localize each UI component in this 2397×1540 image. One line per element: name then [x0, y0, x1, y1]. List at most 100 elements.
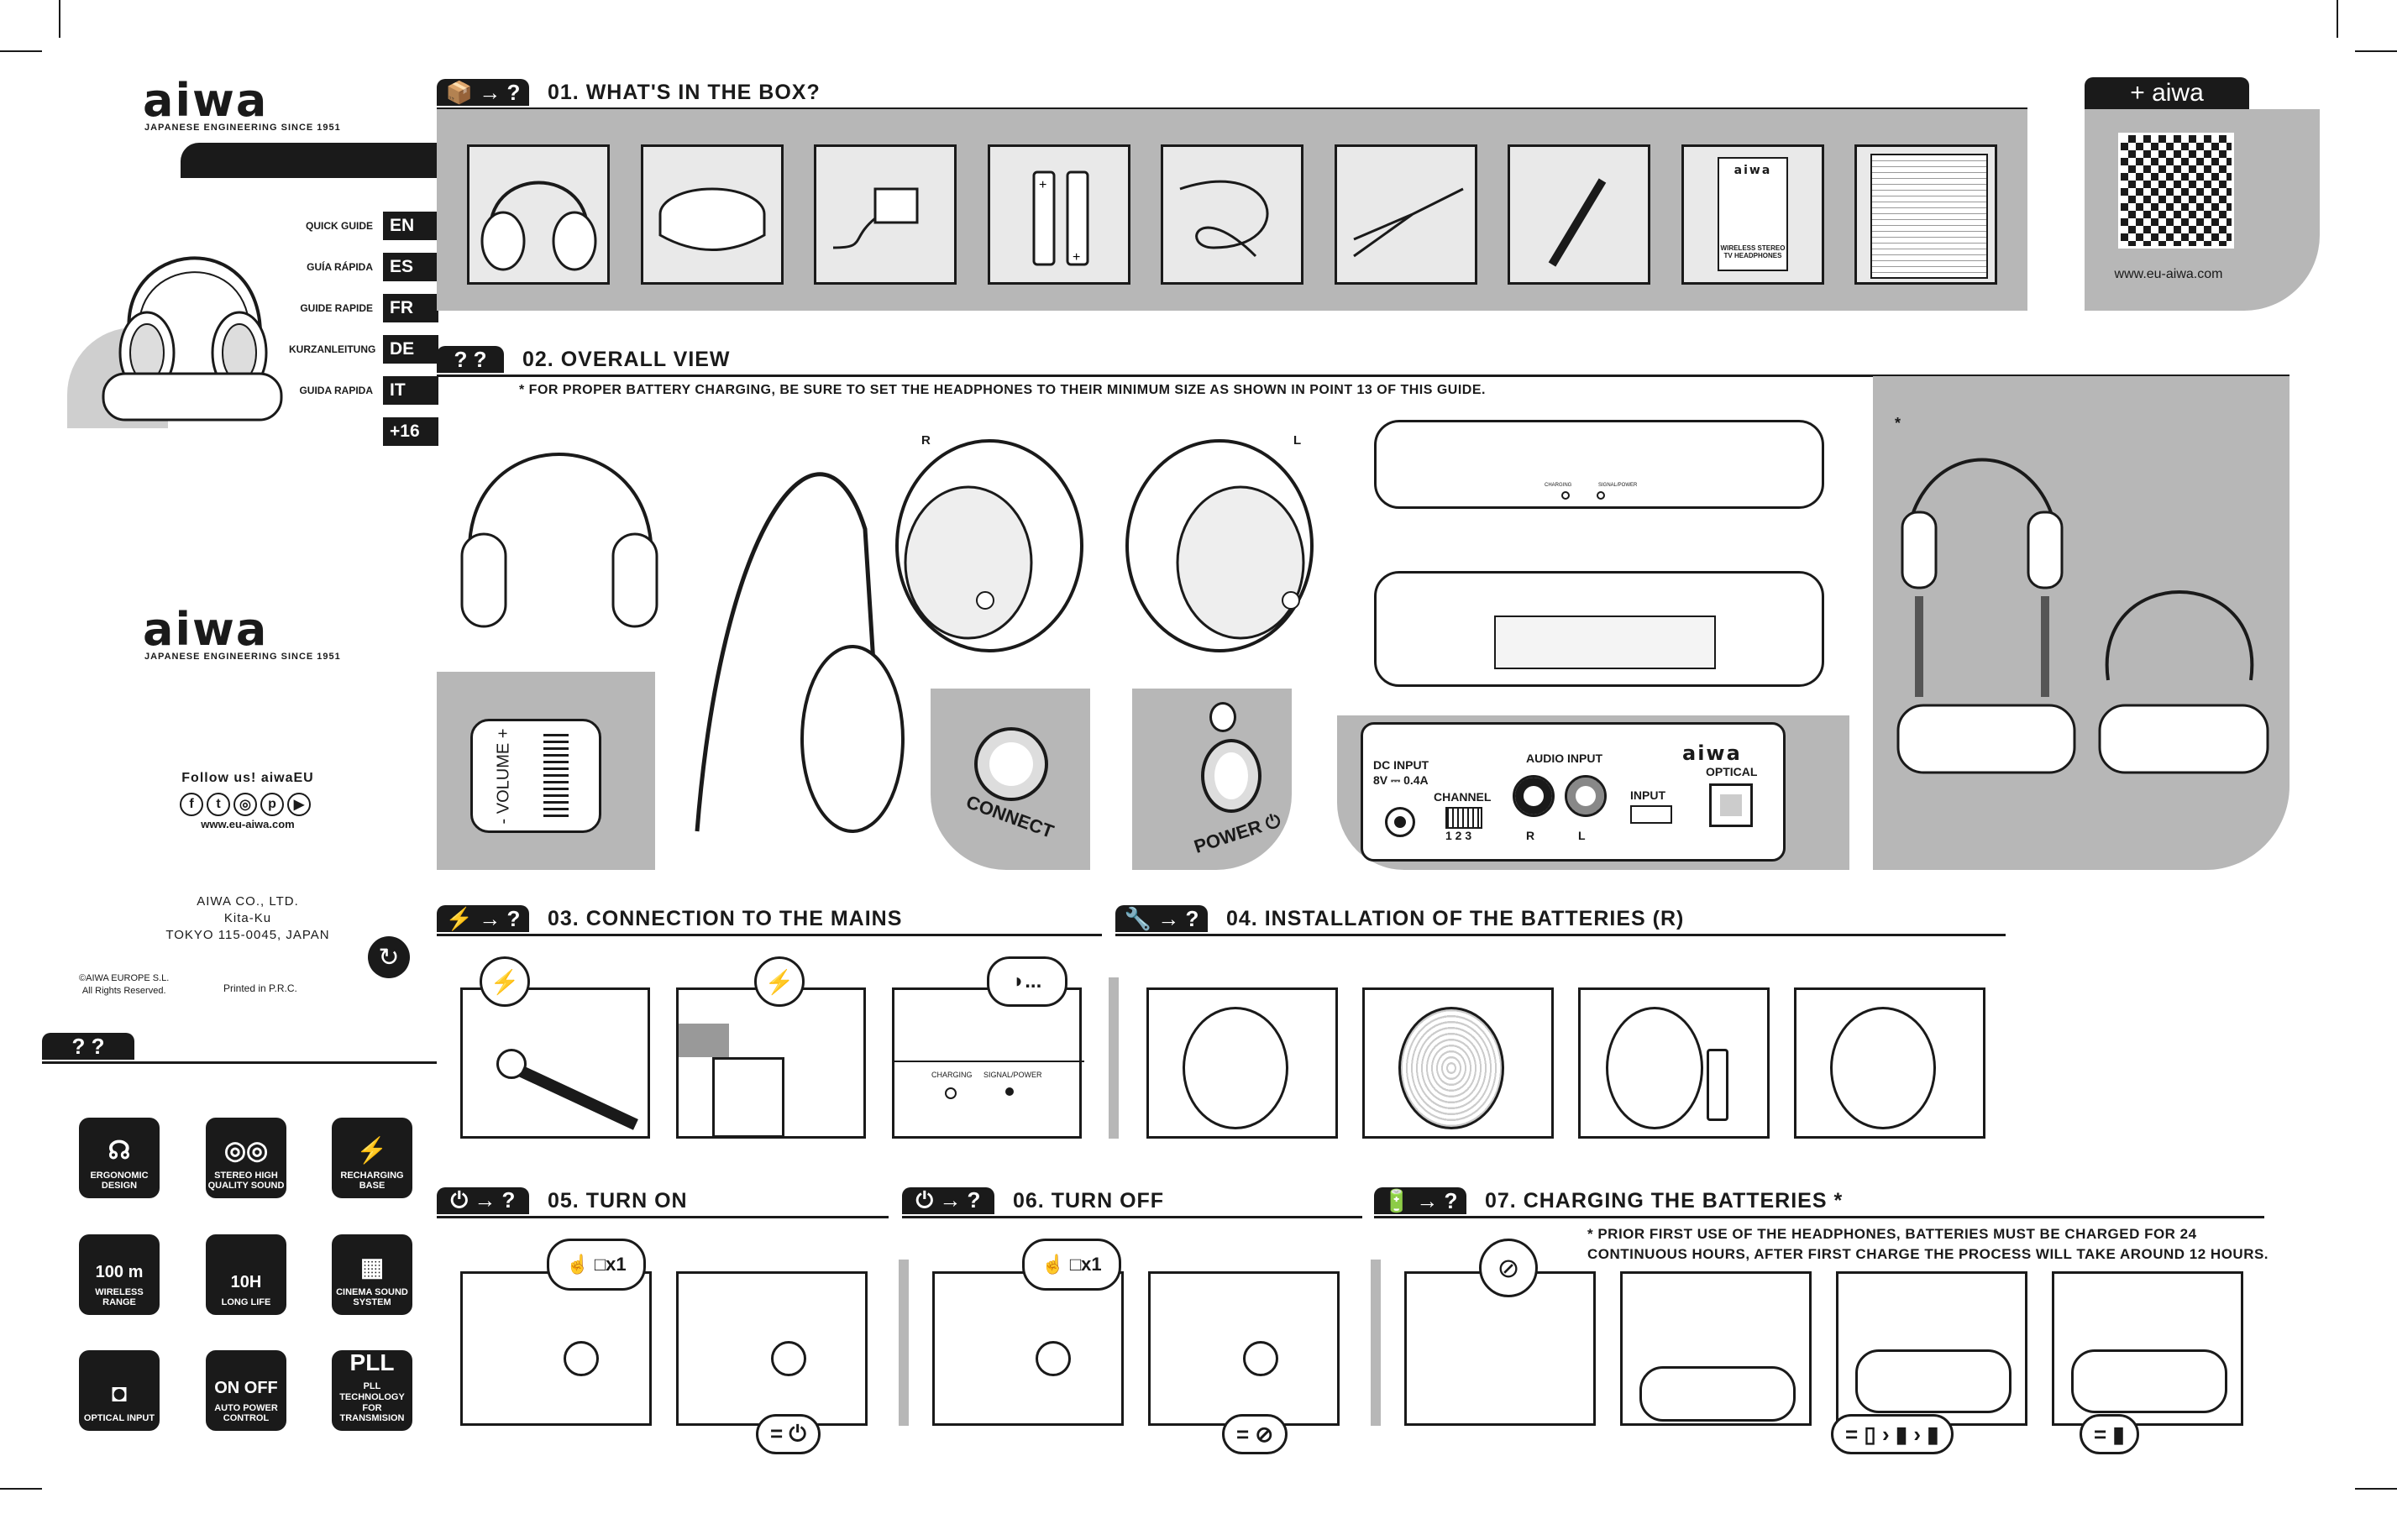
- connect-button[interactable]: [974, 727, 1048, 801]
- social-icons: f t ◎ p ▶: [180, 793, 311, 816]
- input-selector-switch[interactable]: [1630, 805, 1672, 824]
- headphones-on-base-illustration: [102, 256, 283, 422]
- instagram-icon[interactable]: ◎: [233, 793, 257, 816]
- volume-label: - VOLUME +: [494, 728, 513, 824]
- dc-plug: [519, 1066, 638, 1130]
- section-01-header: 📦 → ? 01. WHAT'S IN THE BOX?: [437, 77, 2027, 110]
- social-url[interactable]: www.eu-aiwa.com: [201, 818, 295, 830]
- youtube-icon[interactable]: ▶: [287, 793, 311, 816]
- language-item-fr[interactable]: GUIDE RAPIDE FR: [289, 294, 438, 322]
- input-label: INPUT: [1630, 788, 1665, 802]
- box-item-optical-cable: [1161, 144, 1303, 285]
- power-button: [564, 1341, 599, 1376]
- section-04-header: 🔧 → ? 04. INSTALLATION OF THE BATTERIES …: [1115, 904, 2006, 936]
- crop-mark: [2355, 50, 2397, 52]
- wrench-to-question-icon: 🔧 → ?: [1115, 905, 1208, 932]
- qr-code[interactable]: [2118, 133, 2234, 249]
- lang-code: FR: [383, 294, 438, 322]
- power-button: [1036, 1341, 1071, 1376]
- section-02-note: * FOR PROPER BATTERY CHARGING, BE SURE T…: [519, 383, 1486, 397]
- charging-led: [945, 1087, 957, 1099]
- rear-ports-mini: [1494, 615, 1716, 669]
- charging-step-3: [1836, 1271, 2027, 1426]
- section-title: 02. OVERALL VIEW: [522, 347, 731, 371]
- power-button: [1243, 1341, 1278, 1376]
- feature-recharging: ⚡RECHARGING BASE: [332, 1118, 412, 1198]
- lang-code: EN: [383, 212, 438, 240]
- power-adapter: [712, 1057, 784, 1138]
- headphones-front-illustration: [460, 453, 658, 628]
- brand-logo-secondary: aiwa: [143, 603, 269, 656]
- section-title: 03. CONNECTION TO THE MAINS: [548, 906, 903, 930]
- power-button: [771, 1341, 806, 1376]
- base-rear-view: [1374, 571, 1824, 687]
- rca-right-port[interactable]: [1513, 775, 1555, 817]
- crop-mark: [0, 1488, 42, 1490]
- dc-port: [496, 1049, 527, 1079]
- crop-mark: [59, 0, 60, 38]
- question-icon: ? ?: [42, 1033, 134, 1060]
- press-once-icon: ☝ □ x1: [1022, 1239, 1121, 1291]
- optical-input-port[interactable]: [1709, 783, 1753, 827]
- facebook-icon[interactable]: f: [180, 793, 203, 816]
- brand-tagline-secondary: JAPANESE ENGINEERING SINCE 1951: [144, 652, 341, 662]
- section-title: 01. WHAT'S IN THE BOX?: [548, 80, 821, 104]
- crop-mark: [2337, 0, 2338, 38]
- volume-wheel[interactable]: [543, 734, 569, 818]
- power-to-question-icon: ⏻ → ?: [437, 1187, 529, 1214]
- section-title: 04. INSTALLATION OF THE BATTERIES (R): [1226, 906, 1685, 930]
- charged-led-indicator: = ▮: [2080, 1414, 2139, 1454]
- charging-led: [1561, 491, 1570, 500]
- clapperboard-icon: ▦: [359, 1253, 385, 1281]
- rca-left-port[interactable]: [1565, 775, 1607, 817]
- more-languages[interactable]: +16: [383, 417, 438, 446]
- charging-step-1: ⊘: [1404, 1239, 1596, 1426]
- twitter-icon[interactable]: t: [207, 793, 230, 816]
- asterisk-note: *: [1895, 415, 1901, 432]
- language-item-en[interactable]: QUICK GUIDE EN: [289, 212, 438, 240]
- headphones-side-illustration: [695, 472, 905, 833]
- channel-label: CHANNEL: [1434, 790, 1492, 804]
- dc-input-label: DC INPUT: [1373, 758, 1429, 772]
- charging-position-panel: [1873, 376, 2289, 870]
- section-05-header: ⏻ → ? 05. TURN ON: [437, 1186, 889, 1218]
- crop-mark: [2355, 1488, 2397, 1490]
- crop-mark: [0, 50, 42, 52]
- battery-step-3: [1578, 987, 1770, 1139]
- lang-code: IT: [383, 376, 438, 405]
- svg-text:+: +: [1039, 178, 1046, 192]
- led-blink-icon: ◗ ...: [987, 956, 1067, 1007]
- lang-code: DE: [383, 335, 438, 364]
- mains-step-3: ◗ ... CHARGING SIGNAL/POWER: [892, 956, 1084, 1139]
- box-item-headphones: [467, 144, 610, 285]
- lang-code: ES: [383, 253, 438, 281]
- turn-on-step-2: [676, 1271, 868, 1426]
- plug-to-question-icon: ⚡ → ?: [437, 905, 529, 932]
- ear-l-label: L: [1293, 433, 1302, 448]
- dc-spec-label: 8V ⎓ 0.4A: [1373, 773, 1429, 787]
- led-on-indicator: = ⏻: [756, 1414, 821, 1454]
- channel-switch[interactable]: [1445, 807, 1482, 829]
- follow-text: Follow us! aiwaEU: [181, 771, 314, 785]
- headphones-illustration: [480, 181, 597, 271]
- power-button[interactable]: [1201, 739, 1261, 813]
- section-02-header: ? ? 02. OVERALL VIEW: [437, 344, 2289, 377]
- language-item-es[interactable]: GUÍA RÁPIDA ES: [289, 253, 438, 281]
- dc-input-port[interactable]: [1385, 807, 1415, 837]
- features-header: ? ?: [42, 1031, 437, 1064]
- channel-numbers: 1 2 3: [1445, 829, 1472, 842]
- optical-label: OPTICAL: [1706, 765, 1758, 778]
- pinterest-icon[interactable]: p: [260, 793, 284, 816]
- charging-icon: ⚡: [356, 1136, 388, 1165]
- turn-on-step-1: ☝ □ x1: [460, 1239, 652, 1426]
- led-off-indicator: = ⊘: [1222, 1414, 1288, 1454]
- website-url[interactable]: www.eu-aiwa.com: [2114, 267, 2223, 281]
- optical-port-icon: ◘: [111, 1380, 128, 1408]
- language-item-it[interactable]: GUIDA RAPIDA IT: [289, 376, 438, 405]
- feature-optical: ◘OPTICAL INPUT: [79, 1350, 160, 1431]
- language-item-de[interactable]: KURZANLEITUNG DE: [289, 335, 438, 364]
- feature-stereo: ◎◎STEREO HIGH QUALITY SOUND: [206, 1118, 286, 1198]
- earcup-right-illustration: [895, 439, 1083, 652]
- green-dot-recycle-icon: ↻: [368, 936, 410, 978]
